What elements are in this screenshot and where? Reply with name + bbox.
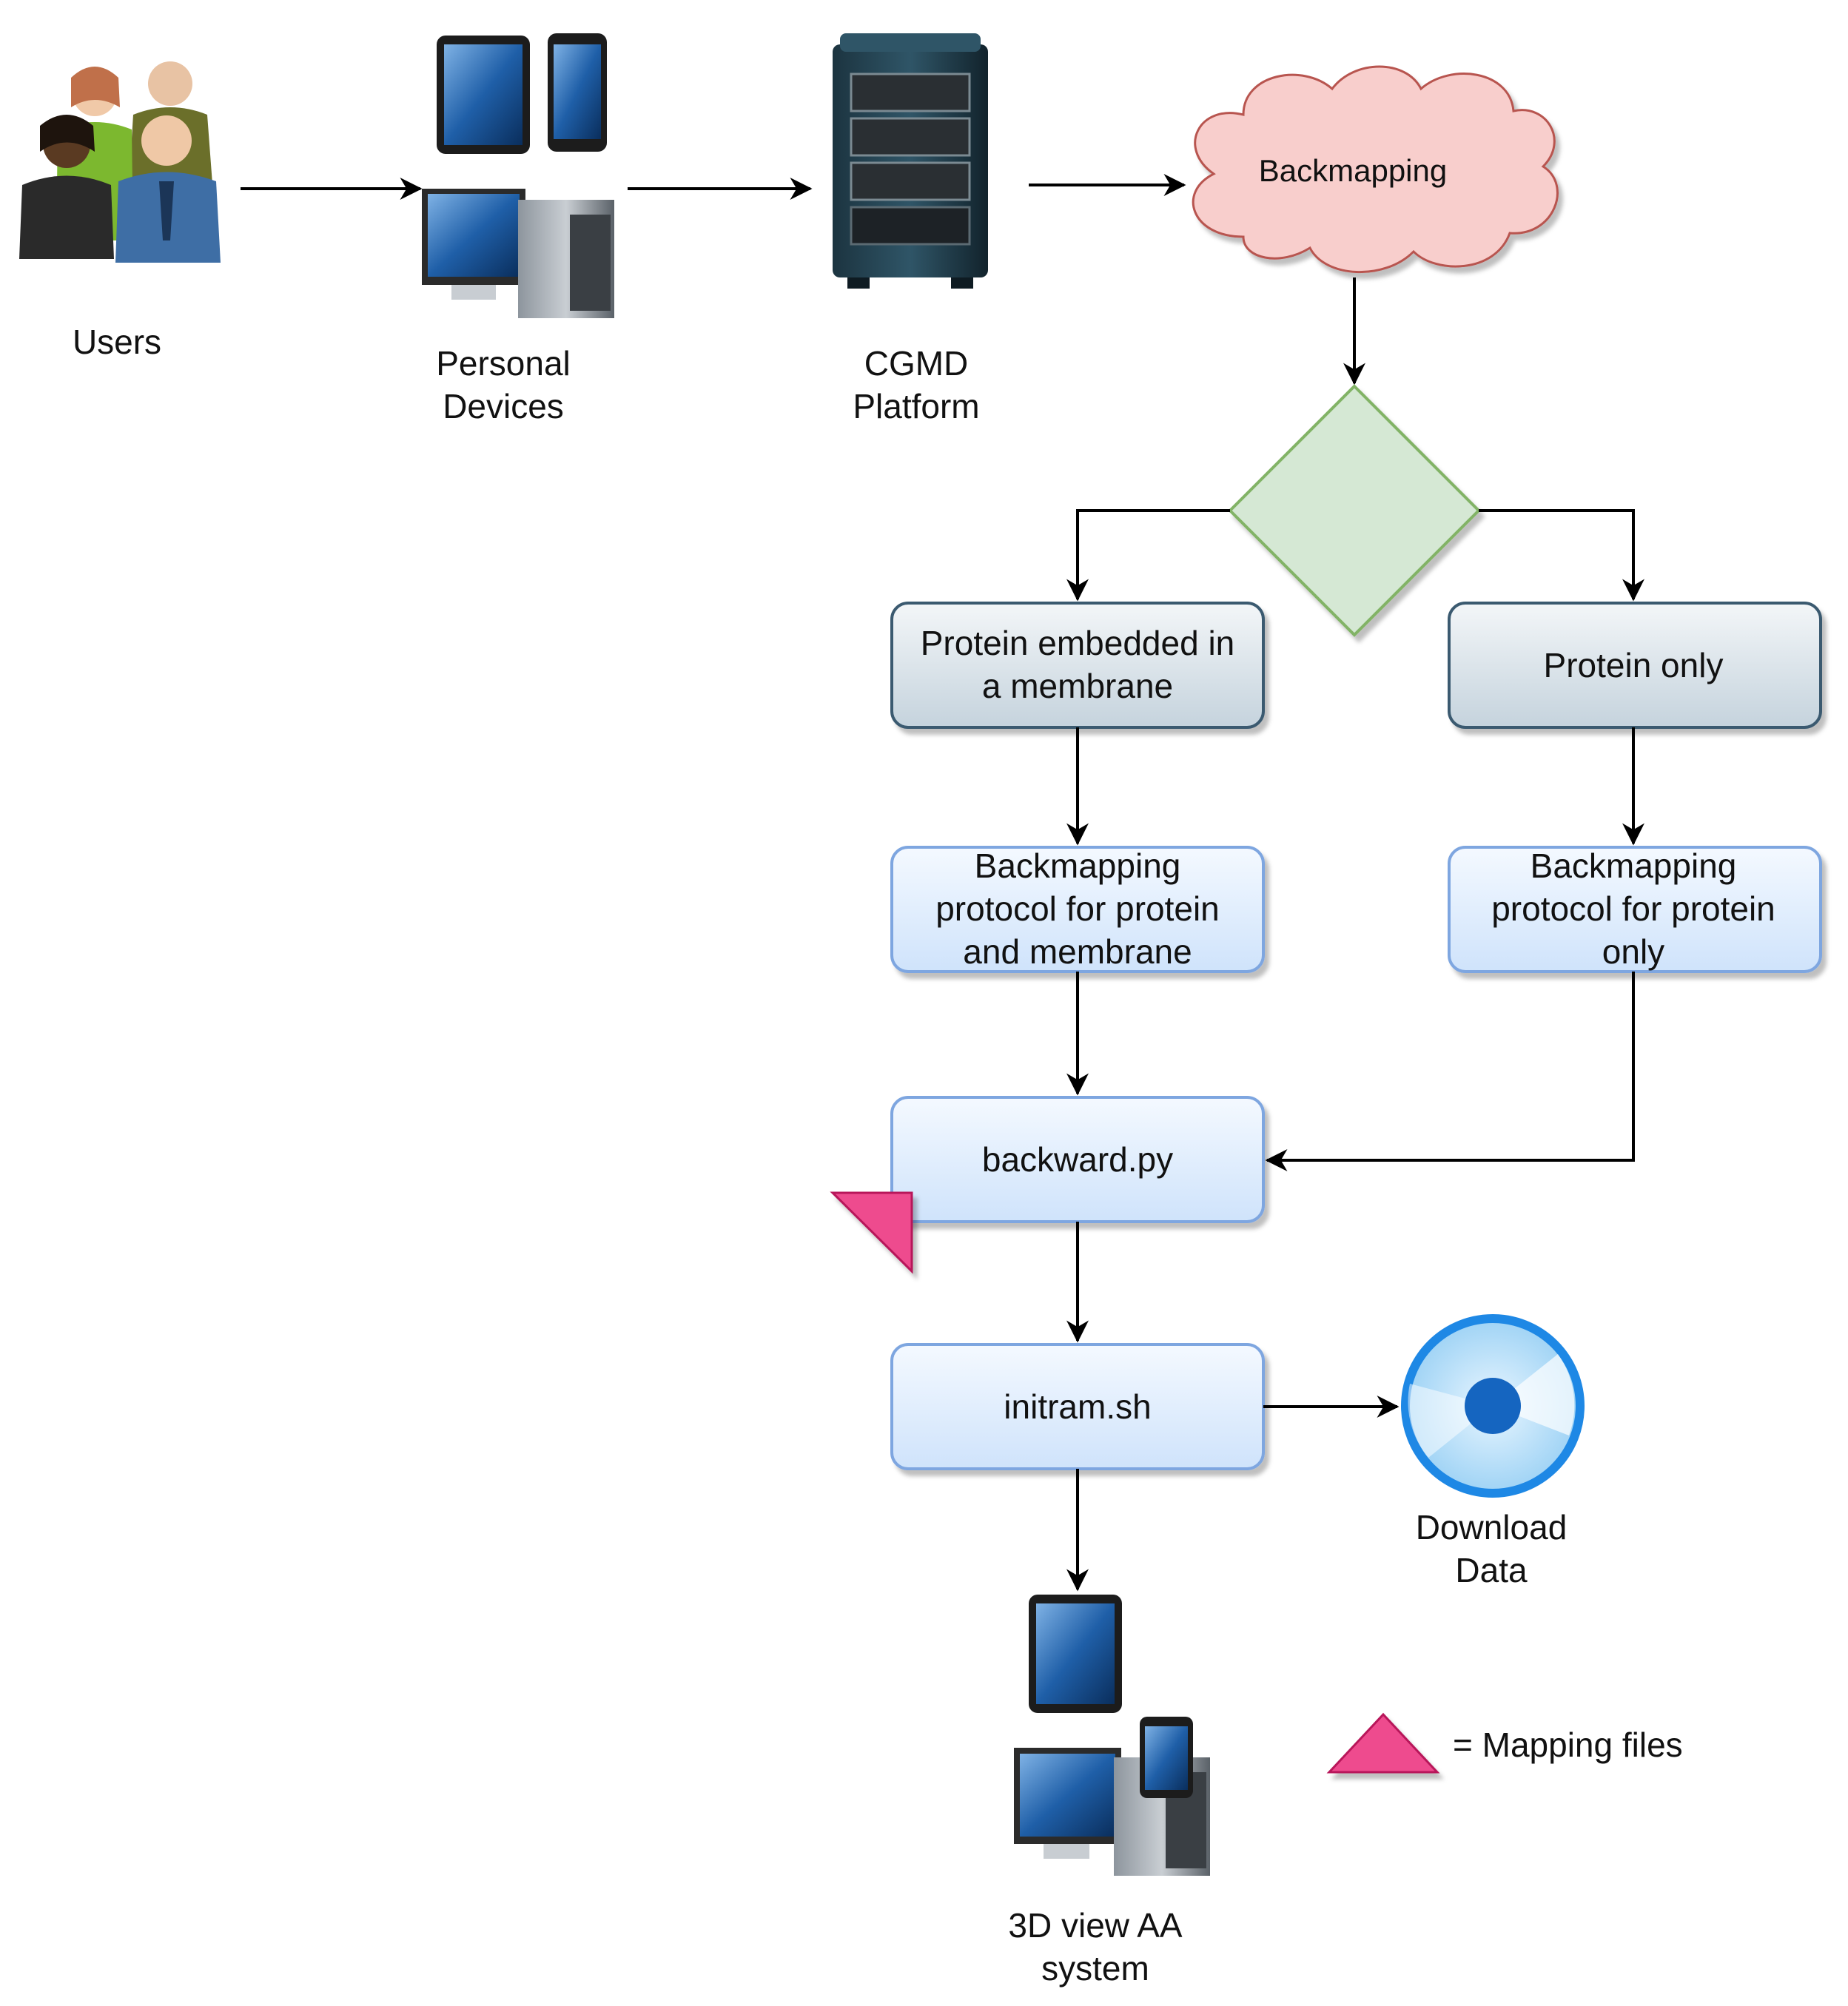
arrow-decision-to-membrane [1066, 509, 1230, 602]
view3d-label-line1: 3D view AA [1008, 1906, 1183, 1945]
mapping-files-triangle-icon [830, 1191, 913, 1274]
protocol-membrane-label-line3: and membrane [963, 932, 1192, 971]
protein-membrane-label-line1: Protein embedded in [921, 624, 1235, 662]
protein-only-label: Protein only [1544, 646, 1724, 684]
personal-devices-label-line1: Personal [436, 344, 571, 383]
users-label: Users [73, 323, 161, 361]
protocol-protein-only-label-line3: only [1602, 932, 1664, 971]
disc-icon [1401, 1314, 1585, 1498]
devices-icon [422, 33, 614, 318]
arrow-decision-to-protein-only [1479, 509, 1644, 602]
download-label-line1: Download [1416, 1508, 1568, 1546]
backmapping-cloud [1192, 65, 1559, 273]
backward-label: backward.py [982, 1140, 1173, 1179]
cgmd-platform-label-line1: CGMD [864, 344, 969, 383]
protocol-membrane-label-line2: protocol for protein [935, 889, 1220, 928]
view3d-label-line2: system [1041, 1949, 1149, 1988]
arrow-protocol-protein-only-to-backward [1265, 972, 1635, 1171]
decision-diamond [1228, 384, 1481, 637]
legend-triangle-icon [1326, 1712, 1440, 1774]
protein-membrane-label-line2: a membrane [982, 667, 1173, 705]
download-label-line2: Data [1455, 1551, 1528, 1589]
server-rack-icon [833, 33, 988, 289]
cgmd-platform-label-line2: Platform [853, 387, 979, 425]
protocol-protein-only-label-line2: protocol for protein [1491, 889, 1775, 928]
backmapping-label: Backmapping [1259, 153, 1447, 188]
personal-devices-label-line2: Devices [443, 387, 564, 425]
protein-membrane-box [890, 602, 1265, 729]
initram-label: initram.sh [1004, 1387, 1151, 1426]
view3d-devices-icon [1014, 1595, 1210, 1876]
protocol-protein-only-label-line1: Backmapping [1531, 847, 1737, 885]
protocol-membrane-label-line1: Backmapping [975, 847, 1181, 885]
users-group-icon [19, 61, 221, 263]
legend-label: = Mapping files [1453, 1726, 1683, 1764]
